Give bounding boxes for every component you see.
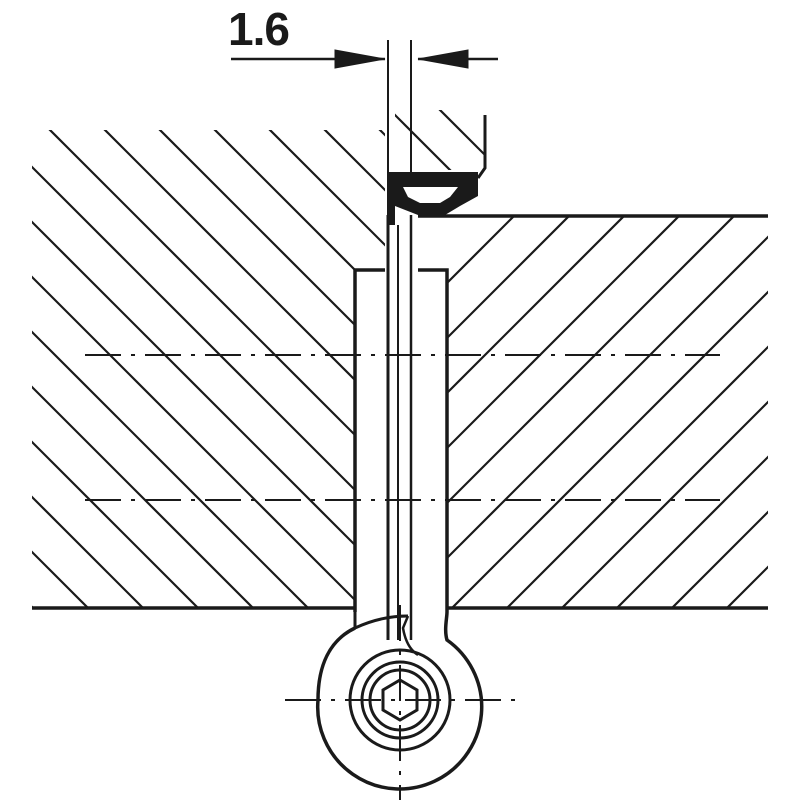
panel-outlines xyxy=(32,115,768,610)
dimension-label: 1.6 xyxy=(228,3,290,55)
left-panel-hatch xyxy=(32,130,385,608)
right-panel-hatch xyxy=(418,216,768,608)
hinge-knuckle xyxy=(315,611,484,791)
seal-area-hatch xyxy=(395,110,485,170)
arrow-right-icon xyxy=(334,49,386,69)
seal-profile xyxy=(387,172,478,225)
dimension-lines xyxy=(231,40,498,180)
arrow-left-icon xyxy=(417,49,469,69)
centerlines xyxy=(85,354,720,800)
hex-socket-icon xyxy=(381,678,419,722)
hinge-leaves xyxy=(353,215,449,640)
